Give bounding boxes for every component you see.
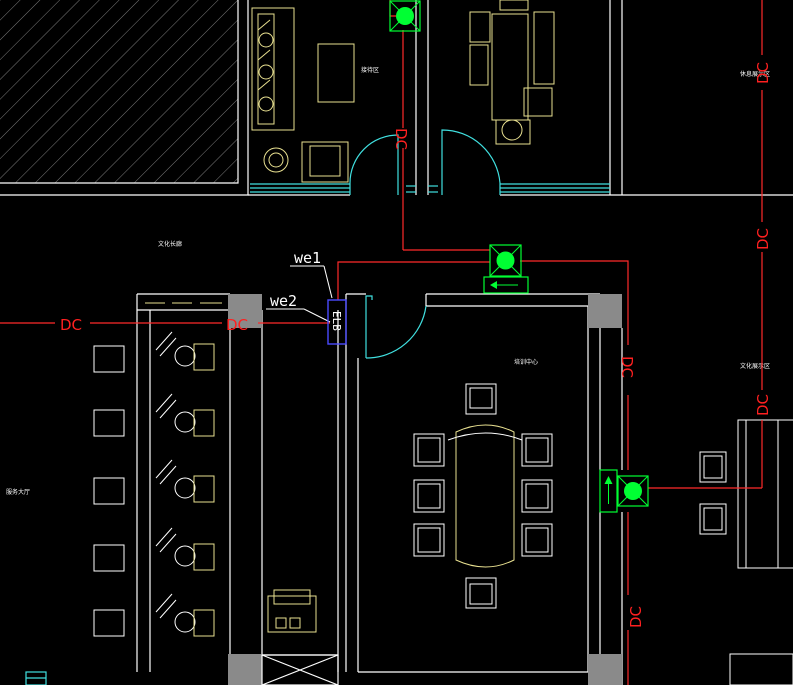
coffee-table: [317, 43, 355, 103]
we2-label: we2: [270, 292, 297, 310]
column: [588, 294, 622, 328]
room-label-service: 服务大厅: [6, 488, 30, 496]
we1-leader: we1: [290, 249, 333, 299]
left-hall-walls: [136, 293, 339, 672]
column: [228, 654, 262, 685]
dc-label: DC: [60, 316, 82, 334]
arrow-up-icon: [599, 469, 618, 513]
top-walls: [248, 0, 793, 196]
room-label-meeting: 培训中心: [514, 358, 538, 366]
exit-sign-icon[interactable]: [389, 0, 421, 32]
column: [228, 294, 262, 328]
right-furniture: [25, 419, 793, 685]
dining-set: [469, 0, 555, 145]
elb-label: ELB: [330, 311, 343, 331]
meeting-room-walls: [345, 293, 623, 685]
dc-label: DC: [754, 62, 772, 84]
we1-label: we1: [294, 249, 321, 267]
dc-label: DC: [627, 606, 645, 628]
we2-leader: we2: [266, 292, 331, 323]
room-label-reception: 接待区: [361, 66, 379, 74]
conference-table: [447, 424, 523, 568]
sofa-icon: [251, 7, 295, 131]
hatched-zone: [0, 0, 249, 196]
chair-icon: [413, 383, 553, 609]
armchair-icon: [263, 141, 349, 183]
exit-sign-icon[interactable]: [489, 244, 522, 277]
dc-label: DC: [618, 356, 636, 378]
exit-sign-icon[interactable]: [617, 475, 649, 507]
dc-label: DC: [754, 394, 772, 416]
dc-label: DC: [226, 316, 248, 334]
circuit-lines: [0, 0, 763, 685]
column: [588, 654, 622, 685]
x-box: [261, 654, 339, 685]
dc-label: DC: [392, 128, 410, 150]
room-label-rest: 休息展示区: [740, 70, 770, 78]
dc-label: DC: [754, 228, 772, 250]
service-counter: [93, 331, 215, 637]
elb-panel[interactable]: ELB: [327, 299, 347, 345]
room-label-culture: 文化长廊: [158, 240, 182, 248]
room-label-exhibit: 文化展示区: [740, 362, 770, 370]
arrow-left-icon: [483, 276, 529, 294]
printer-icon: [267, 589, 317, 633]
